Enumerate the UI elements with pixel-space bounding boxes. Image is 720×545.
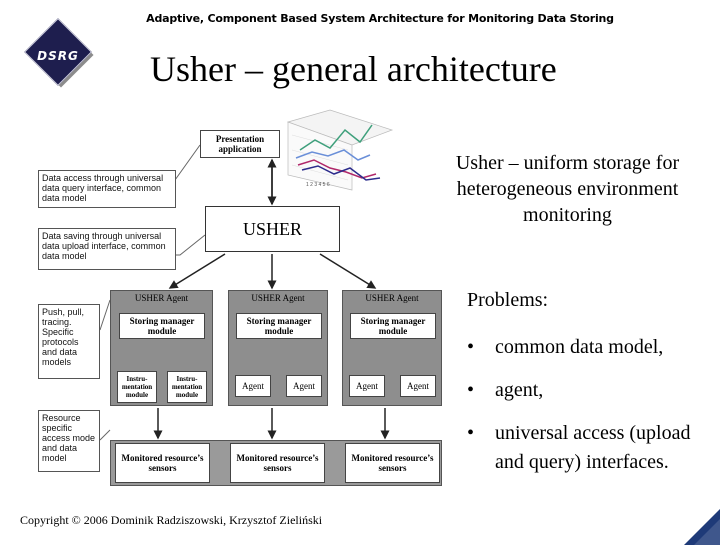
slide-title: Usher – general architecture: [150, 49, 557, 89]
agent-box: Agent: [400, 375, 436, 397]
dsrg-logo: DSRG: [24, 18, 98, 92]
problem-item: • common data model,: [467, 333, 717, 362]
bullet-icon: •: [467, 336, 475, 358]
bullet-icon: •: [467, 379, 475, 401]
instrumentation-module: Instru-mentation module: [117, 371, 157, 403]
callout-push-pull: Push, pull, tracing. Specific protocols …: [38, 304, 100, 379]
problem-text: universal access (upload and query) inte…: [495, 422, 691, 473]
problem-text: agent,: [495, 379, 544, 401]
copyright-footer: Copyright © 2006 Dominik Radziszowski, K…: [20, 513, 323, 527]
usher-box: USHER: [205, 206, 340, 252]
monitored-resource-sensors-2: Monitored resource’s sensors: [230, 443, 325, 483]
storing-manager-module: Storing manager module: [236, 313, 322, 339]
problems-heading: Problems:: [467, 289, 549, 311]
chart-thumbnail: 1 2 3 4 5 6: [286, 109, 394, 191]
corner-triangle-icon: [684, 509, 720, 545]
storing-manager-module: Storing manager module: [350, 313, 436, 339]
monitored-resource-sensors-3: Monitored resource’s sensors: [345, 443, 440, 483]
panel-label: USHER Agent: [251, 293, 305, 303]
storing-manager-module: Storing manager module: [119, 313, 205, 339]
agent-box: Agent: [235, 375, 271, 397]
usher-agent-panel-3: USHER Agent Storing manager module Agent…: [342, 290, 442, 406]
usher-subtitle: Usher – uniform storage for heterogeneou…: [455, 152, 680, 226]
agent-box: Agent: [286, 375, 322, 397]
problems-list: • common data model, • agent, • universal a…: [467, 333, 717, 491]
panel-label: USHER Agent: [134, 293, 189, 303]
monitored-resource-sensors-1: Monitored resource’s sensors: [115, 443, 210, 483]
presentation-application-box: Presentation application: [200, 130, 280, 158]
svg-text:1 2 3 4 5 6: 1 2 3 4 5 6: [306, 182, 330, 188]
usher-agent-panel-1: USHER Agent Storing manager module Instr…: [110, 290, 213, 406]
instrumentation-module: Instru-mentation module: [167, 371, 207, 403]
problem-text: common data model,: [495, 336, 664, 358]
agent-box: Agent: [349, 375, 385, 397]
usher-agent-panel-2: USHER Agent Storing manager module Agent…: [228, 290, 328, 406]
problem-item: • universal access (upload and query) int…: [467, 419, 717, 477]
panel-label: USHER Agent: [365, 293, 419, 303]
bullet-icon: •: [467, 422, 475, 444]
logo-text: DSRG: [37, 49, 79, 63]
callout-data-saving: Data saving through universal data uploa…: [38, 228, 176, 270]
presentation-header: Adaptive, Component Based System Archite…: [146, 12, 614, 25]
callout-data-access: Data access through universal data query…: [38, 170, 176, 208]
problem-item: • agent,: [467, 376, 717, 405]
callout-resource-specific: Resource specific access mode and data m…: [38, 410, 100, 472]
